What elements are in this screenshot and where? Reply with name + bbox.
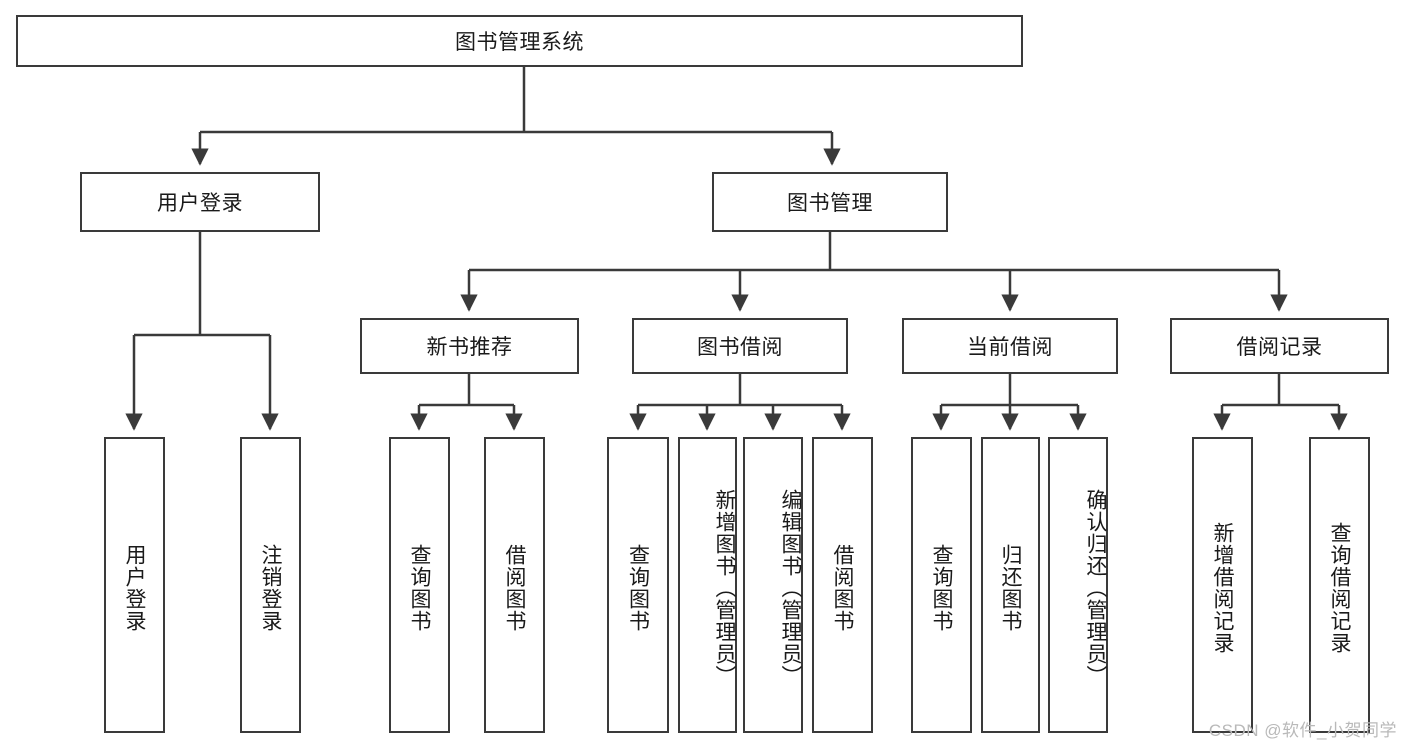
leaf-edit-book-admin[interactable]: 编辑图书（管理员）	[743, 437, 803, 733]
node-label: 图书借阅	[697, 336, 783, 359]
node-label: 查询借阅记录	[1328, 522, 1351, 654]
node-new-book-recommendation[interactable]: 新书推荐	[360, 318, 579, 374]
leaf-borrow-books-recommendation[interactable]: 借阅图书	[484, 437, 545, 733]
node-label: 用户登录	[123, 544, 146, 632]
node-label: 当前借阅	[967, 336, 1053, 359]
node-root-book-management-system[interactable]: 图书管理系统	[16, 15, 1023, 67]
leaf-borrow-books-borrowing[interactable]: 借阅图书	[812, 437, 873, 733]
node-label: 借阅图书	[503, 544, 526, 632]
node-label: 归还图书	[999, 544, 1022, 632]
node-label: 新书推荐	[426, 336, 513, 359]
leaf-query-borrow-record[interactable]: 查询借阅记录	[1309, 437, 1370, 733]
node-label: 查询图书	[930, 544, 953, 632]
leaf-logout[interactable]: 注销登录	[240, 437, 301, 733]
node-label: 图书管理	[787, 192, 873, 215]
leaf-user-login[interactable]: 用户登录	[104, 437, 165, 733]
node-current-borrowing[interactable]: 当前借阅	[902, 318, 1118, 374]
node-label: 新增借阅记录	[1211, 522, 1234, 654]
leaf-add-borrow-record[interactable]: 新增借阅记录	[1192, 437, 1253, 733]
node-label: 图书管理系统	[455, 31, 584, 54]
node-borrowing-records[interactable]: 借阅记录	[1170, 318, 1389, 374]
csdn-watermark: CSDN @软件_小贺同学	[1208, 721, 1397, 740]
leaf-query-books-borrowing[interactable]: 查询图书	[607, 437, 669, 733]
node-label: 借阅记录	[1236, 336, 1323, 359]
node-user-login[interactable]: 用户登录	[80, 172, 320, 232]
node-label: 用户登录	[157, 192, 243, 215]
leaf-add-book-admin[interactable]: 新增图书（管理员）	[678, 437, 737, 733]
node-book-borrowing[interactable]: 图书借阅	[632, 318, 848, 374]
leaf-return-books[interactable]: 归还图书	[981, 437, 1040, 733]
node-label: 注销登录	[259, 544, 282, 632]
leaf-query-books-recommendation[interactable]: 查询图书	[389, 437, 450, 733]
leaf-confirm-return-admin[interactable]: 确认归还（管理员）	[1048, 437, 1108, 733]
leaf-query-books-current[interactable]: 查询图书	[911, 437, 972, 733]
node-label: 新增图书（管理员）	[713, 489, 736, 687]
node-label: 查询图书	[626, 544, 650, 632]
node-label: 查询图书	[408, 544, 431, 632]
node-book-management[interactable]: 图书管理	[712, 172, 948, 232]
node-label: 确认归还（管理员）	[1084, 489, 1107, 687]
node-label: 借阅图书	[831, 544, 854, 632]
node-label: 编辑图书（管理员）	[779, 489, 802, 687]
